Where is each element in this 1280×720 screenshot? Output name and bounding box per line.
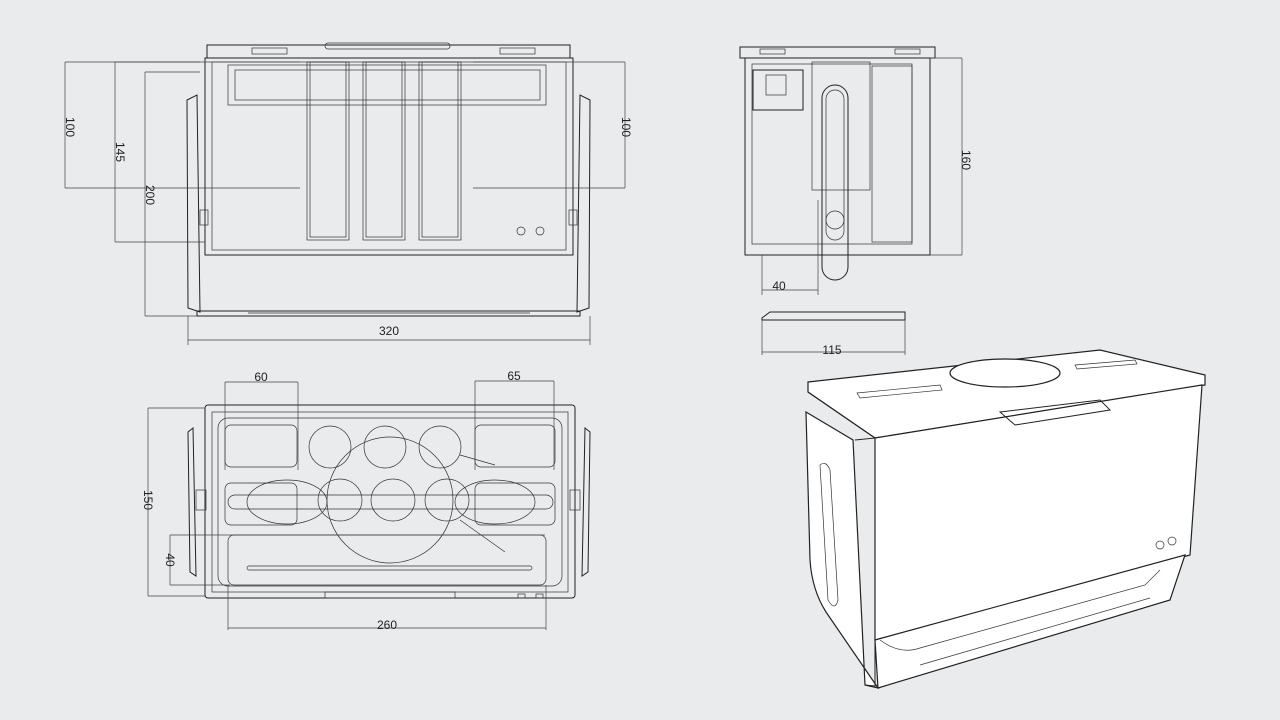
top-view bbox=[187, 404, 591, 599]
side-dimension-lines bbox=[761, 57, 963, 355]
dim-top-65: 65 bbox=[507, 369, 521, 383]
dim-front-100-left: 100 bbox=[63, 117, 77, 137]
top-dimension-lines bbox=[147, 380, 555, 630]
dim-top-60: 60 bbox=[254, 370, 268, 384]
front-view bbox=[186, 42, 591, 317]
dim-top-260: 260 bbox=[377, 618, 397, 632]
dim-top-150: 150 bbox=[141, 490, 155, 510]
dim-side-40: 40 bbox=[772, 279, 786, 293]
dim-front-100-right: 100 bbox=[619, 117, 633, 137]
dim-front-145: 145 bbox=[113, 142, 127, 162]
dim-side-160: 160 bbox=[959, 150, 973, 170]
side-view bbox=[739, 46, 936, 321]
isometric-view bbox=[805, 349, 1206, 689]
dim-top-40: 40 bbox=[163, 553, 177, 567]
dim-front-320: 320 bbox=[379, 324, 399, 338]
dim-front-200: 200 bbox=[143, 185, 157, 205]
front-dimension-lines bbox=[64, 61, 626, 345]
dim-side-115: 115 bbox=[822, 343, 841, 357]
